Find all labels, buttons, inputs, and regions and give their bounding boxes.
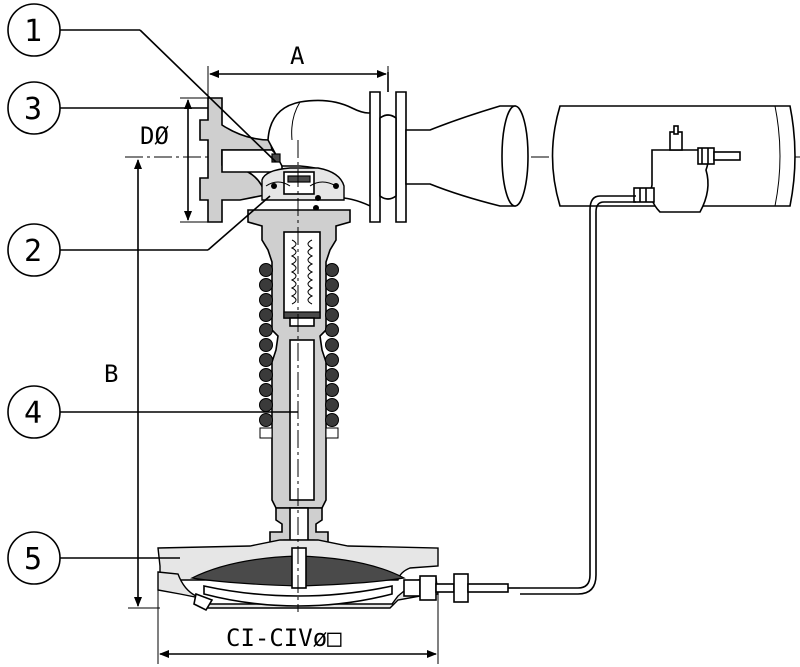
- coil-turn-right: [325, 413, 339, 427]
- coil-turn-right: [325, 338, 339, 352]
- coil-turn-right: [325, 383, 339, 397]
- dimension-b: B: [104, 156, 160, 609]
- dimension-b-label: B: [104, 360, 118, 388]
- callout-5: 5: [7, 531, 180, 585]
- coil-turn-right-clamp: [325, 427, 339, 439]
- valve-seat: [261, 153, 345, 211]
- coil-turn-right: [325, 323, 339, 337]
- callout-1-label: 1: [24, 14, 42, 49]
- coil-turn-left-clamp: [259, 427, 273, 439]
- valve-bonnet: [247, 209, 351, 509]
- dimension-c-label: CI-CIVø□: [226, 624, 342, 652]
- dimension-d: DØ: [140, 97, 210, 223]
- inlet-flange: [199, 97, 283, 223]
- coil-turn-left: [259, 323, 273, 337]
- coil-turn-right: [325, 293, 339, 307]
- callout-4-label: 4: [24, 396, 42, 431]
- coil-right: [325, 263, 339, 439]
- dimension-a: A: [207, 42, 389, 98]
- callout-3-label: 3: [24, 92, 42, 127]
- coil-turn-right: [325, 308, 339, 322]
- reducer-pipe: [405, 105, 529, 207]
- dimension-a-label: A: [290, 42, 305, 70]
- pipe-flanges: [369, 72, 407, 223]
- callout-3: 3: [7, 81, 208, 135]
- coil-turn-right: [325, 368, 339, 382]
- dimension-c: CI-CIVø□: [157, 590, 439, 664]
- callout-2-label: 2: [24, 234, 42, 269]
- callout-2: 2: [7, 195, 271, 277]
- dimension-d-label: DØ: [140, 122, 169, 150]
- coil-turn-right: [325, 263, 339, 277]
- coil-turn-left: [259, 338, 273, 352]
- coil-turn-left: [259, 308, 273, 322]
- coil-turn-right: [325, 278, 339, 292]
- coil-turn-left: [259, 383, 273, 397]
- coil-turn-left: [259, 293, 273, 307]
- coil-turn-left: [259, 263, 273, 277]
- coil-turn-left: [259, 368, 273, 382]
- callout-5-label: 5: [24, 542, 42, 577]
- coil-turn-left: [259, 353, 273, 367]
- capillary-tube: [520, 195, 636, 589]
- coil-left: [259, 263, 273, 439]
- coil-turn-right: [325, 353, 339, 367]
- capillary-connector: [403, 573, 520, 603]
- coil-turn-left: [259, 398, 273, 412]
- callout-1: 1: [7, 3, 277, 163]
- coil-turn-left: [259, 413, 273, 427]
- coil-turn-left: [259, 278, 273, 292]
- temperature-sensor: [633, 125, 741, 213]
- callout-4: 4: [7, 385, 298, 439]
- coil-turn-right: [325, 398, 339, 412]
